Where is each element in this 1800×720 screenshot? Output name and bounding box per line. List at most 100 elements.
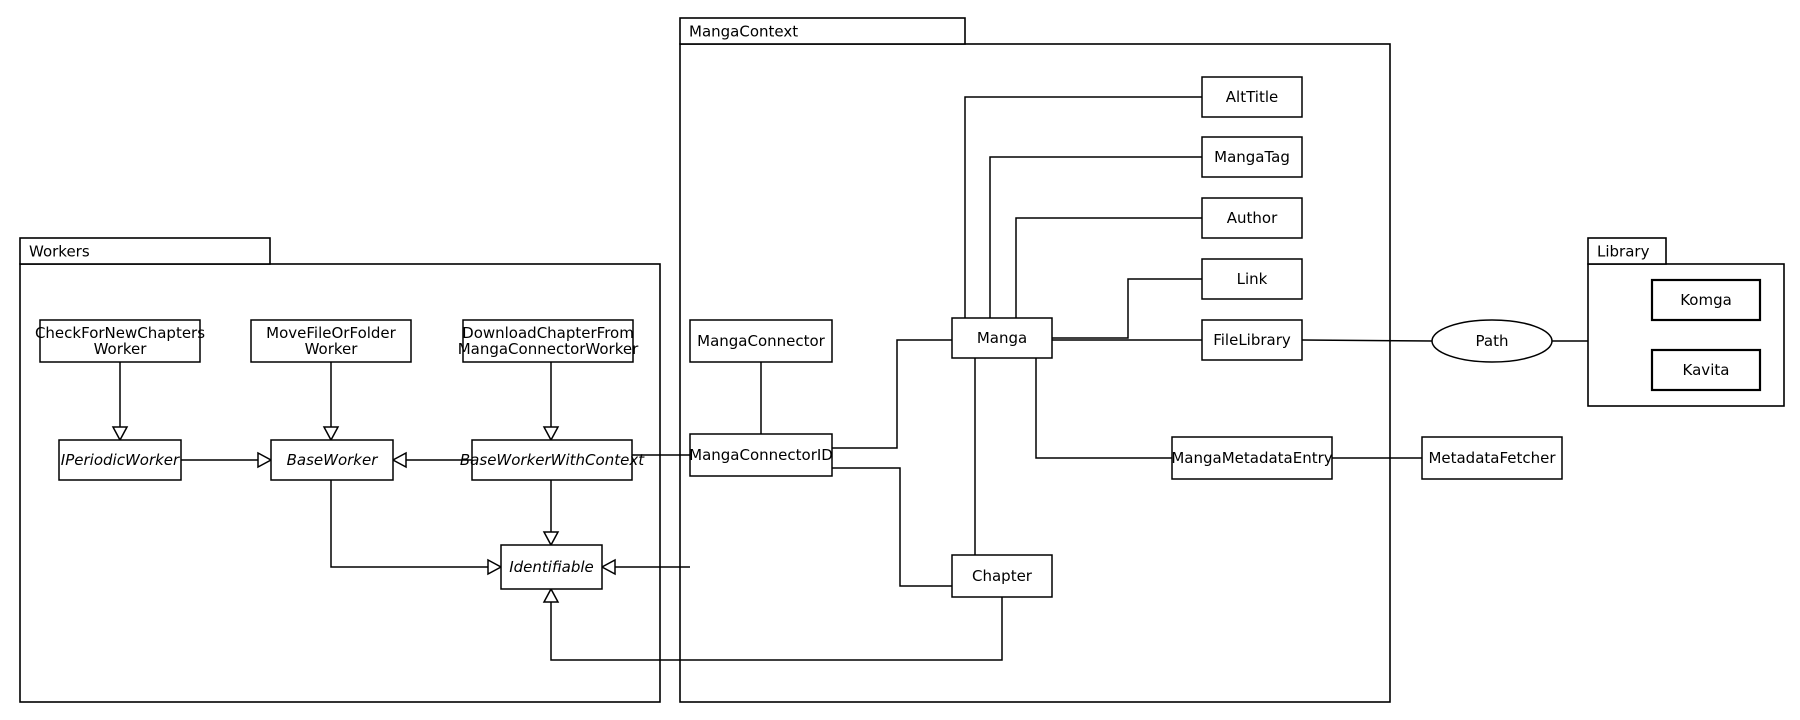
- edge-filelibrary-to-path: [1301, 339, 1433, 342]
- node-shape-rect: [462, 319, 634, 363]
- node-path[interactable]: Path: [1431, 319, 1553, 363]
- node-alttitle[interactable]: AltTitle: [1201, 76, 1303, 118]
- edge-line: [1015, 217, 1202, 318]
- node-author[interactable]: Author: [1201, 197, 1303, 239]
- node-shape-rect: [270, 439, 394, 481]
- node-shape-rect: [1201, 319, 1303, 361]
- node-shape-rect: [1171, 436, 1333, 480]
- node-label: Path: [1476, 332, 1509, 350]
- node-label: Identifiable: [509, 558, 594, 576]
- edge-baseworker-to-identifiable: [330, 480, 503, 576]
- edge-baseworkerwithcontext-to-identifiable: [542, 480, 560, 547]
- node-label: MangaMetadataEntry: [1171, 449, 1332, 467]
- edge-line: [964, 96, 1202, 318]
- node-label: FileLibrary: [1213, 331, 1291, 349]
- edge-manga-to-mangametadataentry: [1035, 318, 1172, 459]
- node-mangaconnector[interactable]: MangaConnector: [689, 319, 833, 363]
- node-label: Link: [1237, 270, 1268, 288]
- edge-manga-to-alttitle: [964, 96, 1202, 318]
- node-shape-rect: [471, 439, 633, 481]
- edge-line: [330, 480, 488, 568]
- generalization-arrow-icon: [322, 426, 340, 442]
- node-mangaconnectorid[interactable]: MangaConnectorID: [689, 433, 833, 477]
- edge-movefileorfolderworker-to-baseworker: [322, 362, 340, 442]
- node-baseworkerwithcontext[interactable]: BaseWorkerWithContext: [460, 439, 645, 481]
- generalization-arrow-icon: [542, 426, 560, 442]
- edge-manga-to-link: [1052, 278, 1202, 339]
- node-label: AltTitle: [1226, 88, 1278, 106]
- edges-layer: [111, 96, 1588, 661]
- edge-manga-to-mangatag: [989, 156, 1202, 318]
- node-label: MangaConnector: [697, 332, 826, 350]
- node-iperiodicworker[interactable]: IPeriodicWorker: [58, 439, 182, 481]
- node-shape-rect: [689, 433, 833, 477]
- node-shape-rect: [1201, 258, 1303, 300]
- node-shape-rect: [951, 317, 1053, 359]
- node-shape-rect: [39, 319, 201, 363]
- node-label: Chapter: [972, 567, 1033, 585]
- node-kavita[interactable]: Kavita: [1650, 348, 1762, 392]
- node-link[interactable]: Link: [1201, 258, 1303, 300]
- node-label: Kavita: [1683, 361, 1730, 379]
- node-metadatafetcher[interactable]: MetadataFetcher: [1421, 436, 1563, 480]
- node-shape-rect: [689, 319, 833, 363]
- edge-manga-to-author: [1015, 217, 1202, 318]
- generalization-arrow-icon: [542, 531, 560, 547]
- node-label: MangaConnectorID: [689, 446, 833, 464]
- generalization-arrow-icon: [391, 451, 407, 469]
- node-identifiable[interactable]: Identifiable: [500, 544, 603, 590]
- node-label: BaseWorkerWithContext: [460, 451, 645, 469]
- edge-line: [1052, 278, 1202, 339]
- node-label: BaseWorker: [287, 451, 379, 469]
- node-filelibrary[interactable]: FileLibrary: [1201, 319, 1303, 361]
- edge-line: [832, 339, 952, 449]
- node-shape-rect: [250, 319, 412, 363]
- node-label: IPeriodicWorker: [61, 451, 180, 469]
- node-chapter[interactable]: Chapter: [951, 554, 1053, 598]
- package-tab: [679, 17, 966, 45]
- generalization-arrow-icon: [542, 587, 560, 603]
- generalization-arrow-icon: [257, 451, 273, 469]
- node-shape-rect: [951, 554, 1053, 598]
- node-label: MangaTag: [1214, 148, 1290, 166]
- node-shape-rect: [58, 439, 182, 481]
- generalization-arrow-icon: [487, 558, 503, 576]
- node-shape-rect: [1650, 348, 1762, 392]
- edge-line: [989, 156, 1202, 318]
- node-shape-rect: [1201, 76, 1303, 118]
- edge-baseworkerwithcontext-to-baseworker: [391, 451, 472, 469]
- node-shape-ellipse: [1431, 319, 1553, 363]
- package-tab: [19, 237, 271, 265]
- generalization-arrow-icon: [111, 426, 129, 442]
- node-label: Author: [1227, 209, 1278, 227]
- package-label: Library: [1597, 243, 1650, 261]
- edge-line: [1301, 339, 1433, 342]
- edge-mangaconnectorid-to-chapter: [832, 467, 952, 587]
- node-mangatag[interactable]: MangaTag: [1201, 136, 1303, 178]
- edge-mangaconnectorid-to-identifiable: [600, 558, 690, 576]
- edge-chapter-to-identifiable: [542, 587, 1003, 661]
- node-mangametadataentry[interactable]: MangaMetadataEntry: [1171, 436, 1333, 480]
- node-label: MetadataFetcher: [1428, 449, 1556, 467]
- node-shape-rect: [1201, 136, 1303, 178]
- node-label: Manga: [977, 329, 1027, 347]
- edge-downloadchapterfrommangaconnectorworker-to-baseworkerwithcontext: [542, 362, 560, 442]
- generalization-arrow-icon: [600, 558, 616, 576]
- edge-line: [832, 467, 952, 587]
- node-baseworker[interactable]: BaseWorker: [270, 439, 394, 481]
- edge-line: [550, 597, 1003, 661]
- edge-line: [1035, 318, 1172, 459]
- node-komga[interactable]: Komga: [1650, 278, 1762, 322]
- node-manga[interactable]: Manga: [951, 317, 1053, 359]
- node-shape-rect: [500, 544, 603, 590]
- edge-mangaconnectorid-to-manga: [832, 339, 952, 449]
